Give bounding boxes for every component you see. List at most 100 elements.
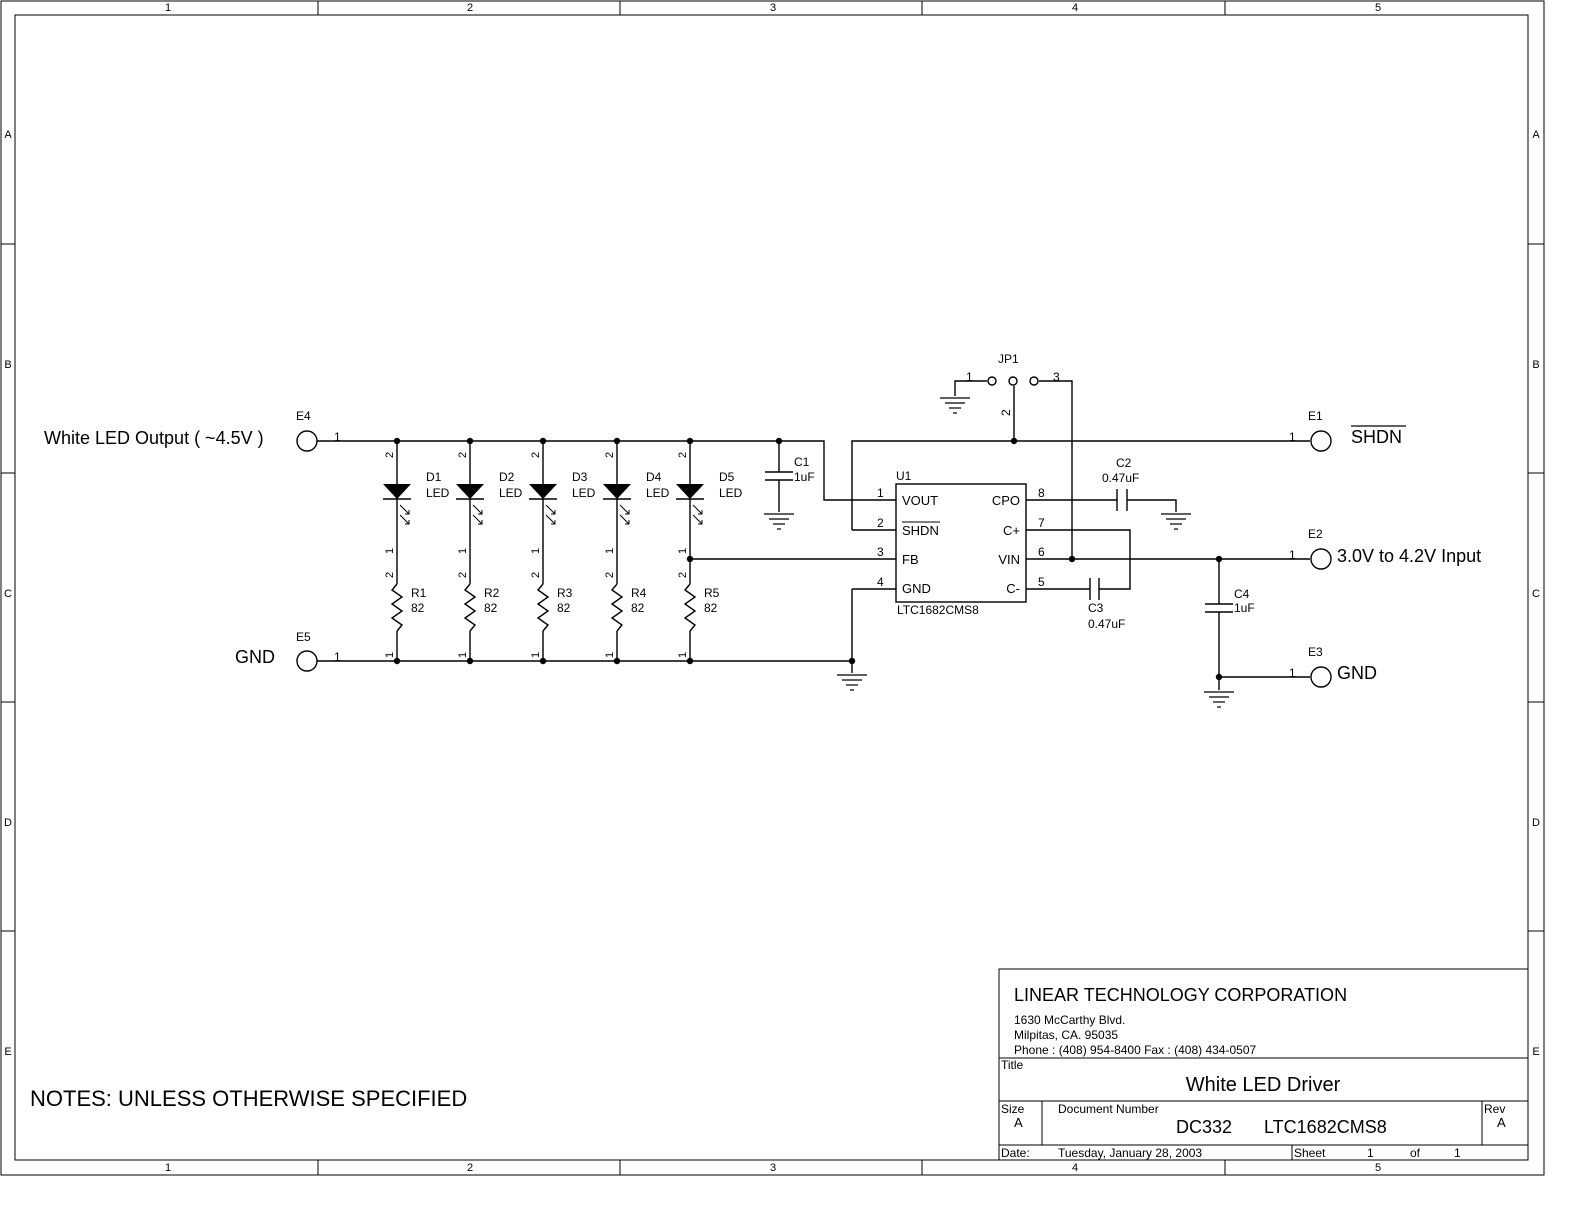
led-value: LED (646, 486, 670, 500)
title-block-company: LINEAR TECHNOLOGY CORPORATION (1014, 985, 1347, 1005)
led-pin-num: 1 (677, 548, 689, 554)
ic-pin-num: 2 (877, 516, 884, 530)
capacitor-c1: C1 1uF (763, 441, 815, 530)
ic-pin-num: 6 (1038, 545, 1045, 559)
light-arrow-icon (405, 520, 410, 525)
resistor-pin-num: 1 (677, 652, 689, 658)
led-ref: D2 (499, 470, 515, 484)
resistor-ref: R5 (704, 586, 720, 600)
capacitor-c2-value: 0.47uF (1102, 471, 1139, 485)
col-label-bottom: 1 (165, 1162, 171, 1174)
led-symbol (383, 484, 411, 499)
light-arrow-icon (478, 510, 483, 515)
led-value: LED (572, 486, 596, 500)
led-value: LED (719, 486, 743, 500)
row-label-right: B (1532, 359, 1539, 371)
ic-pin-name: VOUT (902, 493, 938, 508)
col-label-top: 1 (165, 2, 171, 14)
capacitor-c4: C4 1uF (1205, 587, 1255, 615)
port-e4-label: White LED Output ( ~4.5V ) (44, 428, 264, 448)
port-e2-ref: E2 (1308, 527, 1323, 541)
title-block-address1: 1630 McCarthy Blvd. (1014, 1013, 1125, 1027)
ic-pin-name: C- (1006, 581, 1020, 596)
resistor-symbol (463, 583, 477, 632)
row-label-right: E (1532, 1046, 1539, 1058)
ic-pin-name: FB (902, 552, 919, 567)
border-column-labels: 1 2 3 4 5 1 2 3 4 5 (165, 2, 1381, 1174)
ic-pin-num: 5 (1038, 575, 1045, 589)
jumper-pin: 1 (966, 370, 973, 384)
port-e4-pin: 1 (334, 430, 341, 444)
resistor-symbol (610, 583, 624, 632)
ic-pin-name: C+ (1003, 523, 1020, 538)
light-arrow-icon (619, 504, 630, 515)
led-ref: D5 (719, 470, 735, 484)
col-label-bottom: 4 (1072, 1162, 1078, 1174)
title-block-sheets: 1 (1454, 1146, 1461, 1160)
light-arrow-icon (625, 520, 630, 525)
port-e4-ref: E4 (296, 409, 311, 423)
ic-pin-name: GND (902, 581, 931, 596)
resistor-pin-num: 1 (604, 652, 616, 658)
title-block-sheet: 1 (1367, 1146, 1374, 1160)
title-block-size-label: Size (1001, 1102, 1025, 1116)
title-block-of-label: of (1410, 1146, 1421, 1160)
light-arrow-icon (405, 510, 410, 515)
port-e4: White LED Output ( ~4.5V ) E4 1 (44, 409, 341, 452)
row-label-left: E (4, 1046, 11, 1058)
wires-u1 (851, 380, 1310, 690)
ic-pin-name: CPO (992, 493, 1020, 508)
led-ref: D1 (426, 470, 442, 484)
light-arrow-icon (472, 504, 483, 515)
jumper-pin: 2 (999, 409, 1013, 416)
port-e5: GND E5 1 (235, 630, 341, 672)
resistor-pin-num: 1 (384, 652, 396, 658)
port-e5-pin: 1 (334, 650, 341, 664)
col-label-top: 3 (770, 2, 776, 14)
col-label-top: 4 (1072, 2, 1078, 14)
port-e5-label: GND (235, 647, 275, 667)
col-label-top: 2 (467, 2, 473, 14)
resistor-pin-num: 1 (530, 652, 542, 658)
light-arrow-icon (545, 504, 556, 515)
led-pin-num: 2 (530, 452, 542, 458)
port-e3-ref: E3 (1308, 645, 1323, 659)
col-label-top: 5 (1375, 2, 1381, 14)
ic-pin-num: 4 (877, 575, 884, 589)
light-arrow-icon (698, 520, 703, 525)
title-block-date: Tuesday, January 28, 2003 (1058, 1146, 1202, 1160)
row-label-left: B (4, 359, 11, 371)
resistor-value: 82 (631, 601, 645, 615)
light-arrow-icon (399, 514, 410, 525)
resistor-pin-num: 2 (604, 572, 616, 578)
resistor-pin-num: 1 (457, 652, 469, 658)
port-e1-pin: 1 (1289, 430, 1296, 444)
light-arrow-icon (545, 514, 556, 525)
port-e5-terminal (296, 650, 318, 672)
led-value: LED (426, 486, 450, 500)
port-e5-ref: E5 (296, 630, 311, 644)
ground-symbol (1203, 691, 1235, 708)
capacitor-c4-value: 1uF (1234, 601, 1255, 615)
led-ref: D3 (572, 470, 588, 484)
light-arrow-icon (399, 504, 410, 515)
border-row-labels: A B C D E A B C D E (4, 129, 1540, 1058)
capacitor-c1-value: 1uF (794, 470, 815, 484)
led-symbol (529, 484, 557, 499)
title-block-phone: Phone : (408) 954-8400 Fax : (408) 434-0… (1014, 1043, 1256, 1057)
resistor-ref: R1 (411, 586, 427, 600)
ic-pin-name: SHDN (902, 523, 939, 538)
title-block: LINEAR TECHNOLOGY CORPORATION 1630 McCar… (998, 968, 1529, 1161)
light-arrow-icon (478, 520, 483, 525)
resistor-value: 82 (484, 601, 498, 615)
title-block-rev-label: Rev (1484, 1102, 1505, 1116)
capacitor-c3-value: 0.47uF (1088, 617, 1125, 631)
led-pin-num: 1 (604, 548, 616, 554)
ic-u1-ref: U1 (896, 469, 912, 483)
jumper-pin: 3 (1053, 370, 1060, 384)
row-label-right: A (1532, 129, 1540, 141)
led-value: LED (499, 486, 523, 500)
light-arrow-icon (551, 520, 556, 525)
ic-pin-num: 7 (1038, 516, 1045, 530)
